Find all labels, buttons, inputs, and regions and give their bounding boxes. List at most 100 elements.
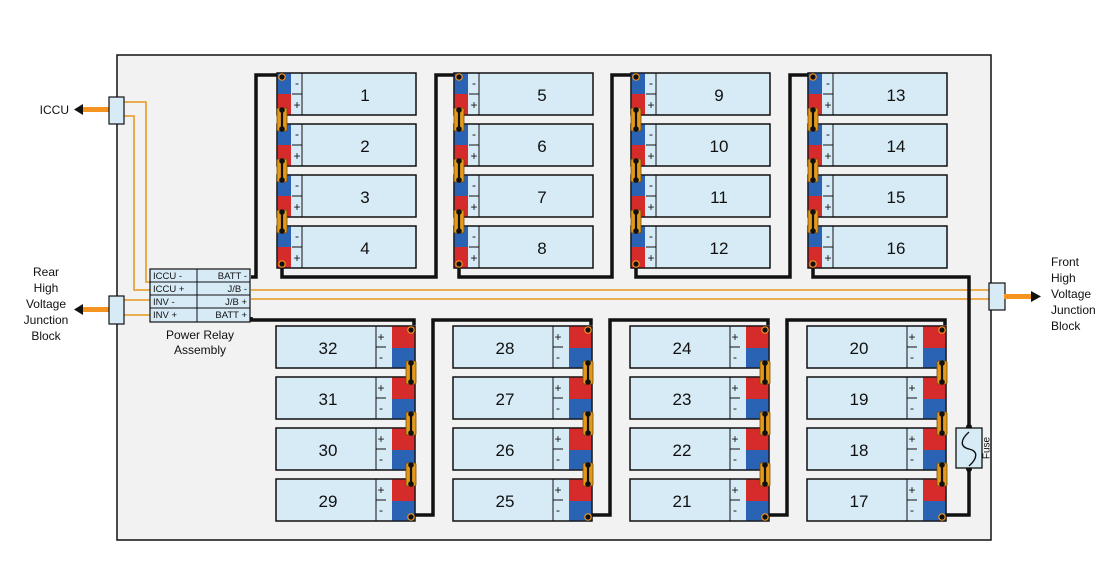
plus-sign: +: [908, 483, 915, 497]
module-number: 4: [360, 239, 369, 258]
terminal-dot: [278, 260, 286, 268]
battery-module: +-19: [806, 376, 947, 420]
battery-module: -+6: [453, 123, 594, 167]
terminal-dot: [407, 326, 415, 334]
minus-sign: -: [295, 76, 299, 90]
minus-sign: -: [826, 76, 830, 90]
terminal-dot: [809, 73, 817, 81]
terminal-dot: [938, 513, 946, 521]
minus-sign: -: [472, 76, 476, 90]
module-busbar: [630, 209, 642, 234]
minus-sign: -: [649, 229, 653, 243]
battery-module: +-23: [629, 376, 770, 420]
main-cables: [249, 73, 971, 517]
terminal-dot: [584, 326, 592, 334]
rear-hv-label-line: High: [34, 281, 59, 295]
module-busbar: [759, 462, 771, 487]
minus-sign: -: [649, 76, 653, 90]
minus-sign: -: [649, 178, 653, 192]
battery-module: +-18: [806, 427, 947, 471]
module-number: 16: [887, 239, 906, 258]
front-hv-label-line: Junction: [1051, 303, 1096, 317]
module-busbar: [630, 158, 642, 183]
battery-module: +-32: [275, 325, 416, 369]
module-number: 19: [850, 390, 869, 409]
module-number: 22: [673, 441, 692, 460]
module-number: 15: [887, 188, 906, 207]
plus-sign: +: [824, 251, 831, 265]
module-number: 8: [537, 239, 546, 258]
module-number: 24: [673, 339, 692, 358]
module-busbar: [759, 411, 771, 436]
fuse-label: Fuse: [982, 436, 993, 459]
rear-hv-label-line: Voltage: [26, 297, 66, 311]
battery-module: -+1: [276, 72, 417, 116]
relay-terminal-label: J/B +: [225, 297, 247, 308]
relay-terminal-label: INV -: [153, 297, 175, 308]
plus-sign: +: [554, 381, 561, 395]
plus-sign: +: [731, 483, 738, 497]
plus-sign: +: [377, 330, 384, 344]
battery-module: +-21: [629, 478, 770, 522]
plus-sign: +: [908, 432, 915, 446]
module-busbar: [936, 411, 948, 436]
battery-module: -+9: [630, 72, 771, 116]
minus-sign: -: [295, 127, 299, 141]
plus-sign: +: [377, 381, 384, 395]
terminal-dot: [761, 513, 769, 521]
battery-module: +-26: [452, 427, 593, 471]
plus-sign: +: [293, 149, 300, 163]
minus-sign: -: [733, 401, 737, 415]
plus-sign: +: [731, 432, 738, 446]
plus-sign: +: [293, 200, 300, 214]
relay-terminal-label: BATT +: [215, 310, 247, 321]
module-number: 28: [496, 339, 515, 358]
minus-sign: -: [379, 350, 383, 364]
minus-sign: -: [379, 503, 383, 517]
power-relay-assembly-label: Power Relay: [166, 328, 234, 342]
relay-terminal-label: ICCU +: [153, 284, 185, 295]
minus-sign: -: [733, 452, 737, 466]
battery-module: +-29: [275, 478, 416, 522]
battery-module: - +13: [807, 72, 948, 116]
module-busbar: [453, 158, 465, 183]
battery-module: - +12: [630, 225, 771, 269]
plus-sign: +: [908, 330, 915, 344]
terminal-dot: [938, 326, 946, 334]
plus-sign: +: [824, 98, 831, 112]
minus-sign: -: [295, 178, 299, 192]
terminal-dot: [761, 326, 769, 334]
battery-module: +-24: [629, 325, 770, 369]
module-busbar: [807, 209, 819, 234]
module-busbar: [807, 107, 819, 132]
module-busbar: [453, 107, 465, 132]
battery-module: +-31: [275, 376, 416, 420]
module-busbar: [276, 107, 288, 132]
minus-sign: -: [910, 503, 914, 517]
battery-modules: -+1-+5-+9-+13-+2-+6-+10-+14-+3-+7-+11-+1…: [275, 72, 948, 522]
minus-sign: -: [910, 350, 914, 364]
terminal-dot: [632, 260, 640, 268]
terminal-dot: [407, 513, 415, 521]
module-number: 12: [710, 239, 729, 258]
module-busbar: [936, 360, 948, 385]
plus-sign: +: [647, 251, 654, 265]
module-busbar: [582, 411, 594, 436]
plus-sign: +: [647, 149, 654, 163]
minus-sign: -: [379, 401, 383, 415]
module-busbar: [582, 462, 594, 487]
plus-sign: +: [908, 381, 915, 395]
module-busbar: [405, 411, 417, 436]
iccu-connector: ICCU: [40, 96, 125, 125]
module-busbar: [405, 462, 417, 487]
plus-sign: +: [470, 200, 477, 214]
battery-module: -+16: [807, 225, 948, 269]
battery-module: -+5: [453, 72, 594, 116]
plus-sign: +: [470, 98, 477, 112]
battery-module: +-28: [452, 325, 593, 369]
module-number: 13: [887, 86, 906, 105]
plus-sign: +: [824, 200, 831, 214]
